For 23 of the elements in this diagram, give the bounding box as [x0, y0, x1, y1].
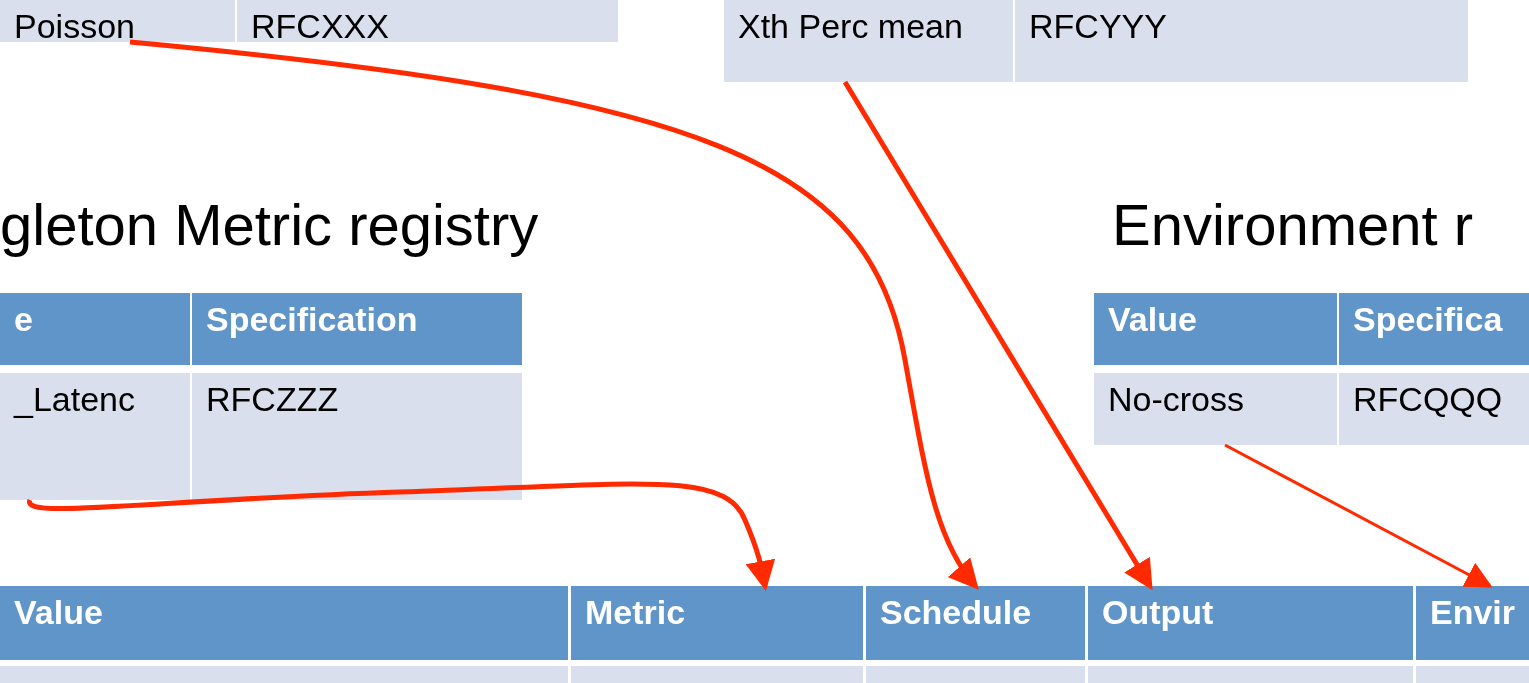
table-cell: No-cross — [1094, 373, 1337, 445]
header-cell: Value — [0, 586, 568, 660]
header-cell: Specification — [192, 293, 522, 365]
table-cell: Poisson — [0, 0, 235, 42]
header-cell: Specifica — [1339, 293, 1529, 365]
table-cell: _Latenc — [0, 373, 190, 500]
header-cell: Output — [1088, 586, 1413, 660]
header-cell: Metric — [571, 586, 863, 660]
table-cell: RFCQQQ — [1339, 373, 1529, 445]
header-cell: Schedule — [866, 586, 1085, 660]
table-title: gleton Metric registry — [0, 192, 539, 258]
table-title: Environment r — [1112, 192, 1474, 258]
table-cell: RFCZZZ — [192, 373, 522, 500]
arrow — [842, 80, 1153, 591]
header-cell: Value — [1094, 293, 1337, 365]
table-cell: Xth Perc mean — [724, 0, 1013, 82]
table-cell: RFCYYY — [1015, 0, 1468, 82]
arrow — [1224, 443, 1493, 588]
arrow — [129, 39, 979, 590]
arrow — [27, 481, 776, 591]
table-cell: RFCXXX — [237, 0, 618, 42]
header-cell: e — [0, 293, 190, 365]
header-cell: Envir — [1416, 586, 1529, 660]
